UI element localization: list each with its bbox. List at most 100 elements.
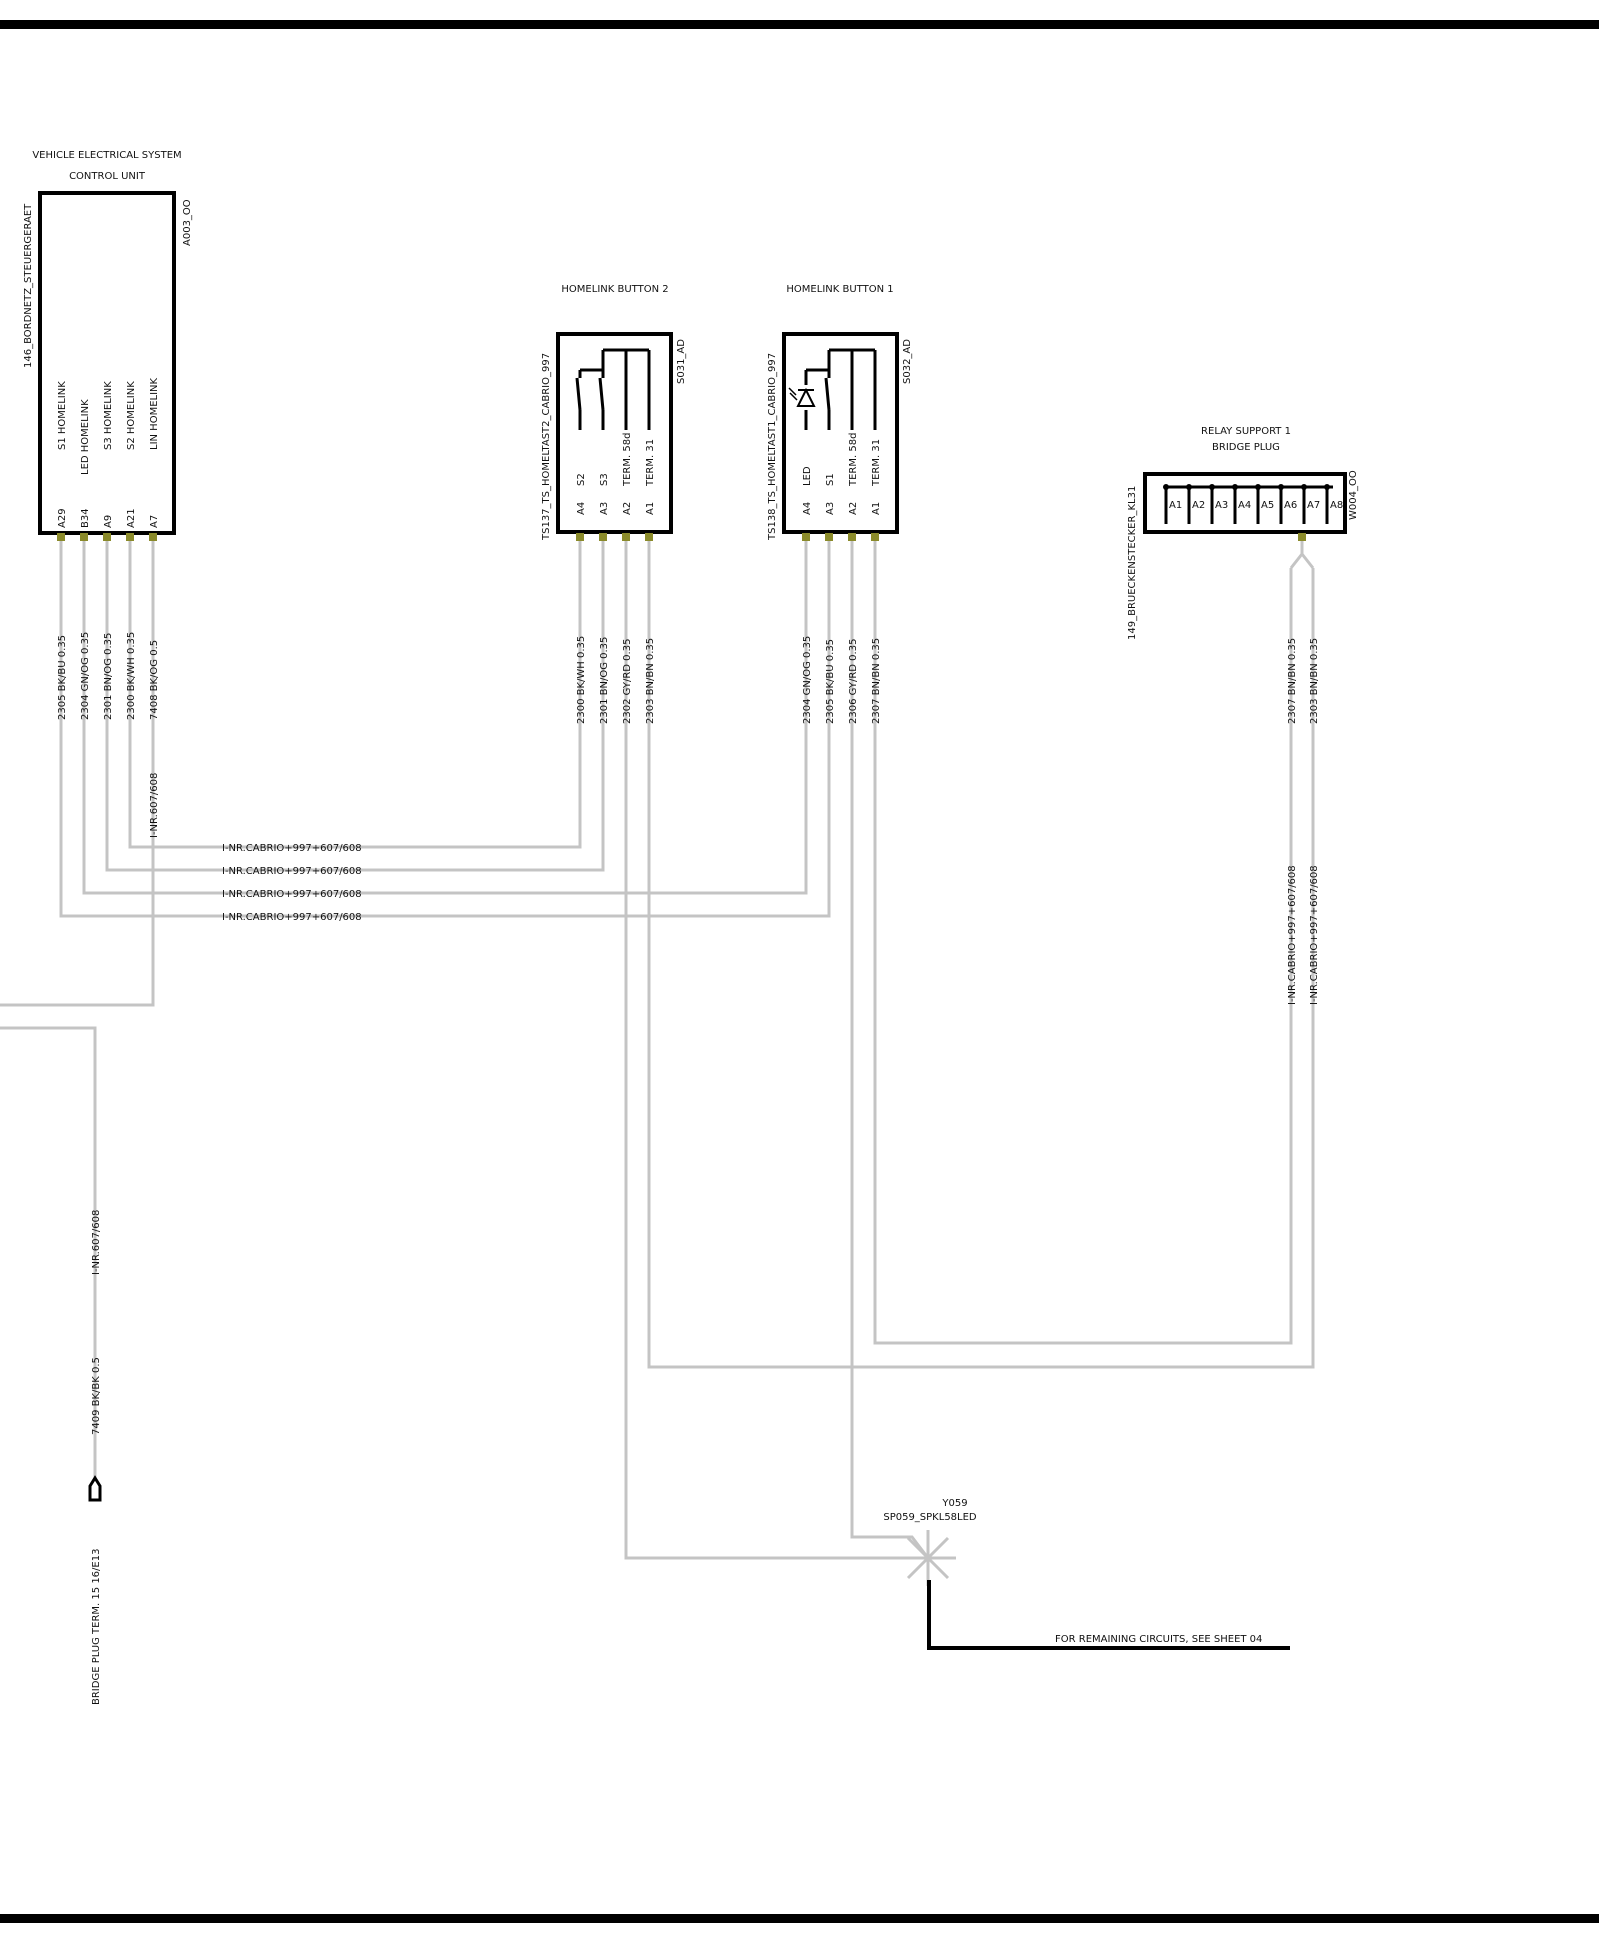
pin-label: LED: [802, 466, 813, 486]
button2-switches: [575, 348, 651, 430]
pin-label: TERM. 31: [645, 439, 656, 487]
pin-id: A3: [825, 502, 836, 515]
pin-terminal[interactable]: [126, 533, 134, 541]
pin-label: S1: [825, 473, 836, 486]
pin-terminal[interactable]: [1298, 533, 1306, 541]
pin-terminal[interactable]: [645, 533, 653, 541]
wire-label: 2306 GY/RD 0.35: [848, 639, 859, 724]
route-label: I-NR.CABRIO+997+607/608: [222, 889, 362, 900]
button1-code: S032_AD: [902, 339, 913, 384]
relay-pin: A7: [1301, 484, 1320, 524]
button2-name: TS137_TS_HOMELTAST2_CABRIO_997: [541, 353, 552, 541]
wire-2304[interactable]: [82, 539, 808, 895]
splice-name: SP059_SPKL58LED: [883, 1512, 977, 1523]
led-icon: [788, 387, 816, 407]
pin-id: A9: [103, 515, 114, 528]
bridge-wire-label: 7409 BK/BK 0.5: [91, 1357, 102, 1435]
pin-label: S2: [576, 473, 587, 486]
wire-7409[interactable]: [0, 1026, 97, 1480]
wire-2303[interactable]: [647, 539, 1315, 1369]
pin-id: A2: [622, 502, 633, 515]
wire-label: 2307 BN/BN 0.35: [871, 638, 882, 724]
button1-name: TS138_TS_HOMELTAST1_CABRIO_997: [767, 353, 778, 541]
wire-label: 2304 GN/OG 0.35: [802, 636, 813, 724]
wire-label: 7408 BK/OG 0.5: [149, 640, 160, 720]
relay-support-1[interactable]: RELAY SUPPORT 1 BRIDGE PLUG 149_BRUECKEN…: [1127, 426, 1359, 1005]
pin-id: A3: [599, 502, 610, 515]
route-label: I-NR.CABRIO+997+607/608: [222, 912, 362, 923]
svg-text:A8: A8: [1330, 500, 1343, 511]
pin-label: TERM. 31: [871, 439, 882, 487]
homelink-button-2[interactable]: HOMELINK BUTTON 2 TS137_TS_HOMELTAST2_CA…: [541, 284, 687, 724]
wire-harness: [0, 539, 1315, 1560]
pin-id: A7: [149, 515, 160, 528]
button2-code: S031_AD: [676, 339, 687, 384]
control-unit-pin: LED HOMELINK B34 2304 GN/OG 0.35: [80, 399, 91, 720]
wire-2302[interactable]: [624, 539, 928, 1560]
pin-terminal[interactable]: [576, 533, 584, 541]
control-unit-pin: LIN HOMELINK A7 7408 BK/OG 0.5: [149, 377, 160, 720]
pin-terminal[interactable]: [80, 533, 88, 541]
relay-pin: A2: [1186, 484, 1205, 524]
pin-label: S3 HOMELINK: [103, 381, 114, 450]
wire-2305[interactable]: [59, 539, 831, 918]
wire-2300[interactable]: [128, 539, 582, 849]
wire-2306[interactable]: [850, 539, 930, 1559]
pin-terminal[interactable]: [802, 533, 810, 541]
pin-terminal[interactable]: [599, 533, 607, 541]
homelink-button-1[interactable]: HOMELINK BUTTON 1 TS138_TS_HOMELTAST1_CA…: [767, 284, 913, 724]
pin-id: A4: [576, 502, 587, 515]
relay-title-2: BRIDGE PLUG: [1212, 442, 1280, 453]
wire-label: 2302 GY/RD 0.35: [622, 639, 633, 724]
relay-wire-fork: [1289, 551, 1315, 569]
pin-terminal[interactable]: [848, 533, 856, 541]
button1-switches: [804, 348, 877, 430]
control-unit-pin: S2 HOMELINK A21 2300 BK/WH 0.35: [126, 381, 137, 720]
pin-label: TERM. 58d: [622, 433, 633, 487]
bridge-plug-term15[interactable]: I-NR.607/608 7409 BK/BK 0.5 BRIDGE PLUG …: [88, 1210, 102, 1705]
relay-box: [1143, 472, 1347, 534]
control-unit-code: A003_OO: [182, 199, 193, 246]
wire-label: 2305 BK/BU 0.35: [825, 639, 836, 724]
pin-label: LIN HOMELINK: [149, 377, 160, 450]
lin-route-label: I-NR.607/608: [149, 773, 160, 838]
button1-pin: S1 A3 2305 BK/BU 0.35: [825, 473, 836, 724]
pin-terminal[interactable]: [825, 533, 833, 541]
pin-terminal[interactable]: [103, 533, 111, 541]
pin-terminal[interactable]: [622, 533, 630, 541]
wire-label: 2301 BN/OG 0.35: [599, 637, 610, 724]
pin-terminal[interactable]: [57, 533, 65, 541]
svg-text:A3: A3: [1215, 500, 1228, 511]
wire-label: 2303 BN/BN 0.35: [1309, 638, 1320, 724]
wire-2307[interactable]: [873, 539, 1293, 1345]
control-unit-name: 146_BORDNETZ_STEUERGERAET: [23, 203, 34, 368]
wire-label: 2304 GN/OG 0.35: [80, 632, 91, 720]
button1-box: [782, 332, 899, 534]
relay-route-label: I-NR.CABRIO+997+607/608: [1309, 865, 1320, 1005]
pin-label: S2 HOMELINK: [126, 381, 137, 450]
pin-label: TERM. 58d: [848, 433, 859, 487]
pin-id: A29: [57, 508, 68, 528]
button1-pin: TERM. 31 A1 2307 BN/BN 0.35: [871, 439, 882, 724]
pin-label: LED HOMELINK: [80, 399, 91, 475]
wire-7408[interactable]: [0, 539, 155, 1007]
wire-2301[interactable]: [105, 539, 605, 872]
svg-text:A6: A6: [1284, 500, 1297, 511]
bridge-plug-label: BRIDGE PLUG TERM. 15 16/E13: [91, 1549, 102, 1705]
pin-id: A1: [871, 502, 882, 515]
relay-pin: A1: [1163, 484, 1182, 524]
control-unit[interactable]: VEHICLE ELECTRICAL SYSTEM CONTROL UNIT 1…: [23, 150, 193, 720]
wire-label: 2303 BN/BN 0.35: [645, 638, 656, 724]
pin-label: S3: [599, 473, 610, 486]
pin-terminal[interactable]: [871, 533, 879, 541]
svg-text:A1: A1: [1169, 500, 1182, 511]
pin-id: A2: [848, 502, 859, 515]
button2-pin: S3 A3 2301 BN/OG 0.35: [599, 473, 610, 724]
relay-code: W004_OO: [1348, 470, 1359, 520]
button2-pin: S2 A4 2300 BK/WH 0.35: [576, 473, 587, 724]
control-unit-title-1: VEHICLE ELECTRICAL SYSTEM: [32, 150, 181, 161]
relay-name: 149_BRUECKENSTECKER_KL31: [1127, 486, 1138, 640]
svg-text:A2: A2: [1192, 500, 1205, 511]
pin-terminal[interactable]: [149, 533, 157, 541]
